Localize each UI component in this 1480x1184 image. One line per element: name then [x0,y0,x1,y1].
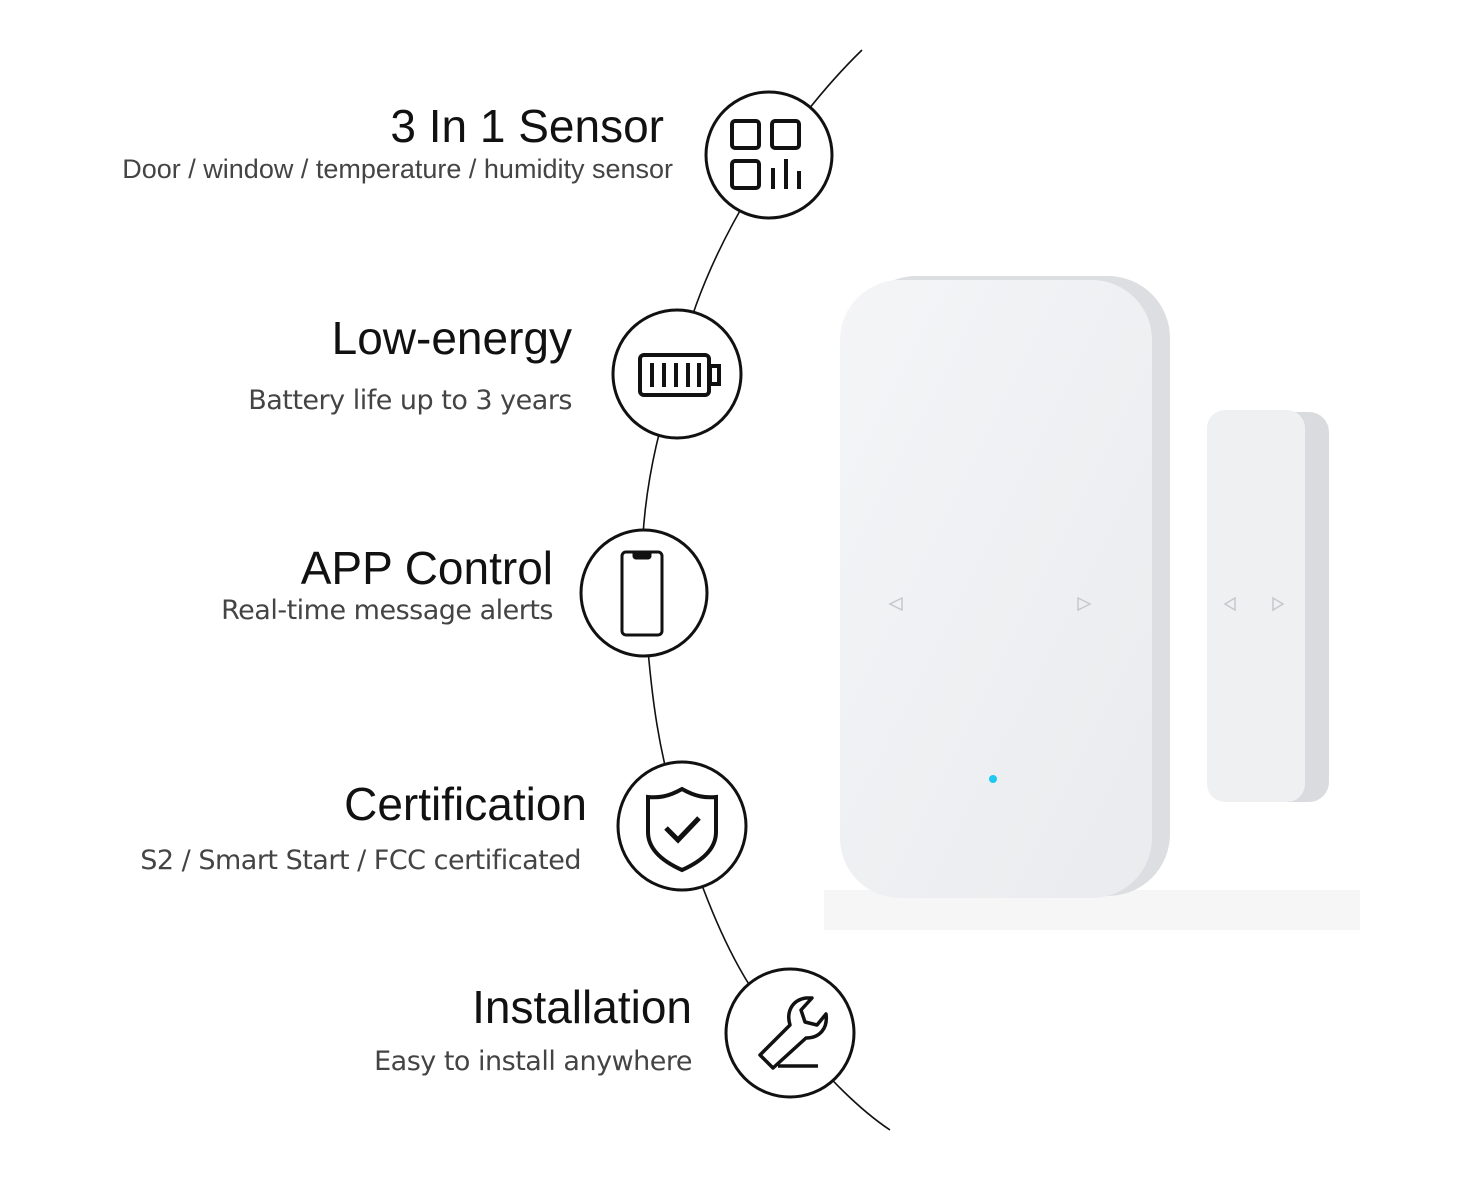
feature-installation: Installation Easy to install anywhere [374,981,692,1079]
product-image [824,276,1360,930]
sensor-magnet-unit [1207,410,1329,802]
feature-title: Low-energy [331,312,572,364]
feature-title: APP Control [300,542,553,594]
feature-title: Installation [472,981,692,1033]
feature-subtitle: Door / window / temperature / humidity s… [122,154,673,184]
feature-subtitle: Easy to install anywhere [374,1046,692,1077]
feature-low-energy: Low-energy Battery life up to 3 years [248,312,572,418]
smartphone-icon [620,550,664,637]
feature-title: Certification [344,778,587,830]
icon-circle-4 [616,760,748,892]
icon-circle-3 [579,528,709,658]
feature-subtitle: Battery life up to 3 years [248,385,572,416]
feature-subtitle: S2 / Smart Start / FCC certificated [140,845,581,876]
feature-sensor: 3 In 1 Sensor Door / window / temperatur… [122,100,673,186]
status-led [989,775,997,783]
sensor-main-unit [840,276,1170,898]
feature-certification: Certification S2 / Smart Start / FCC cer… [140,778,587,878]
wrench-icon [758,996,829,1070]
icon-circle-5 [724,967,856,1099]
battery-icon [638,353,721,397]
shield-check-icon [646,786,718,873]
feature-subtitle: Real-time message alerts [221,595,553,626]
feature-app-control: APP Control Real-time message alerts [221,542,553,628]
icon-circle-1 [704,90,834,220]
grid-chart-icon [730,119,801,190]
feature-title: 3 In 1 Sensor [390,100,664,152]
